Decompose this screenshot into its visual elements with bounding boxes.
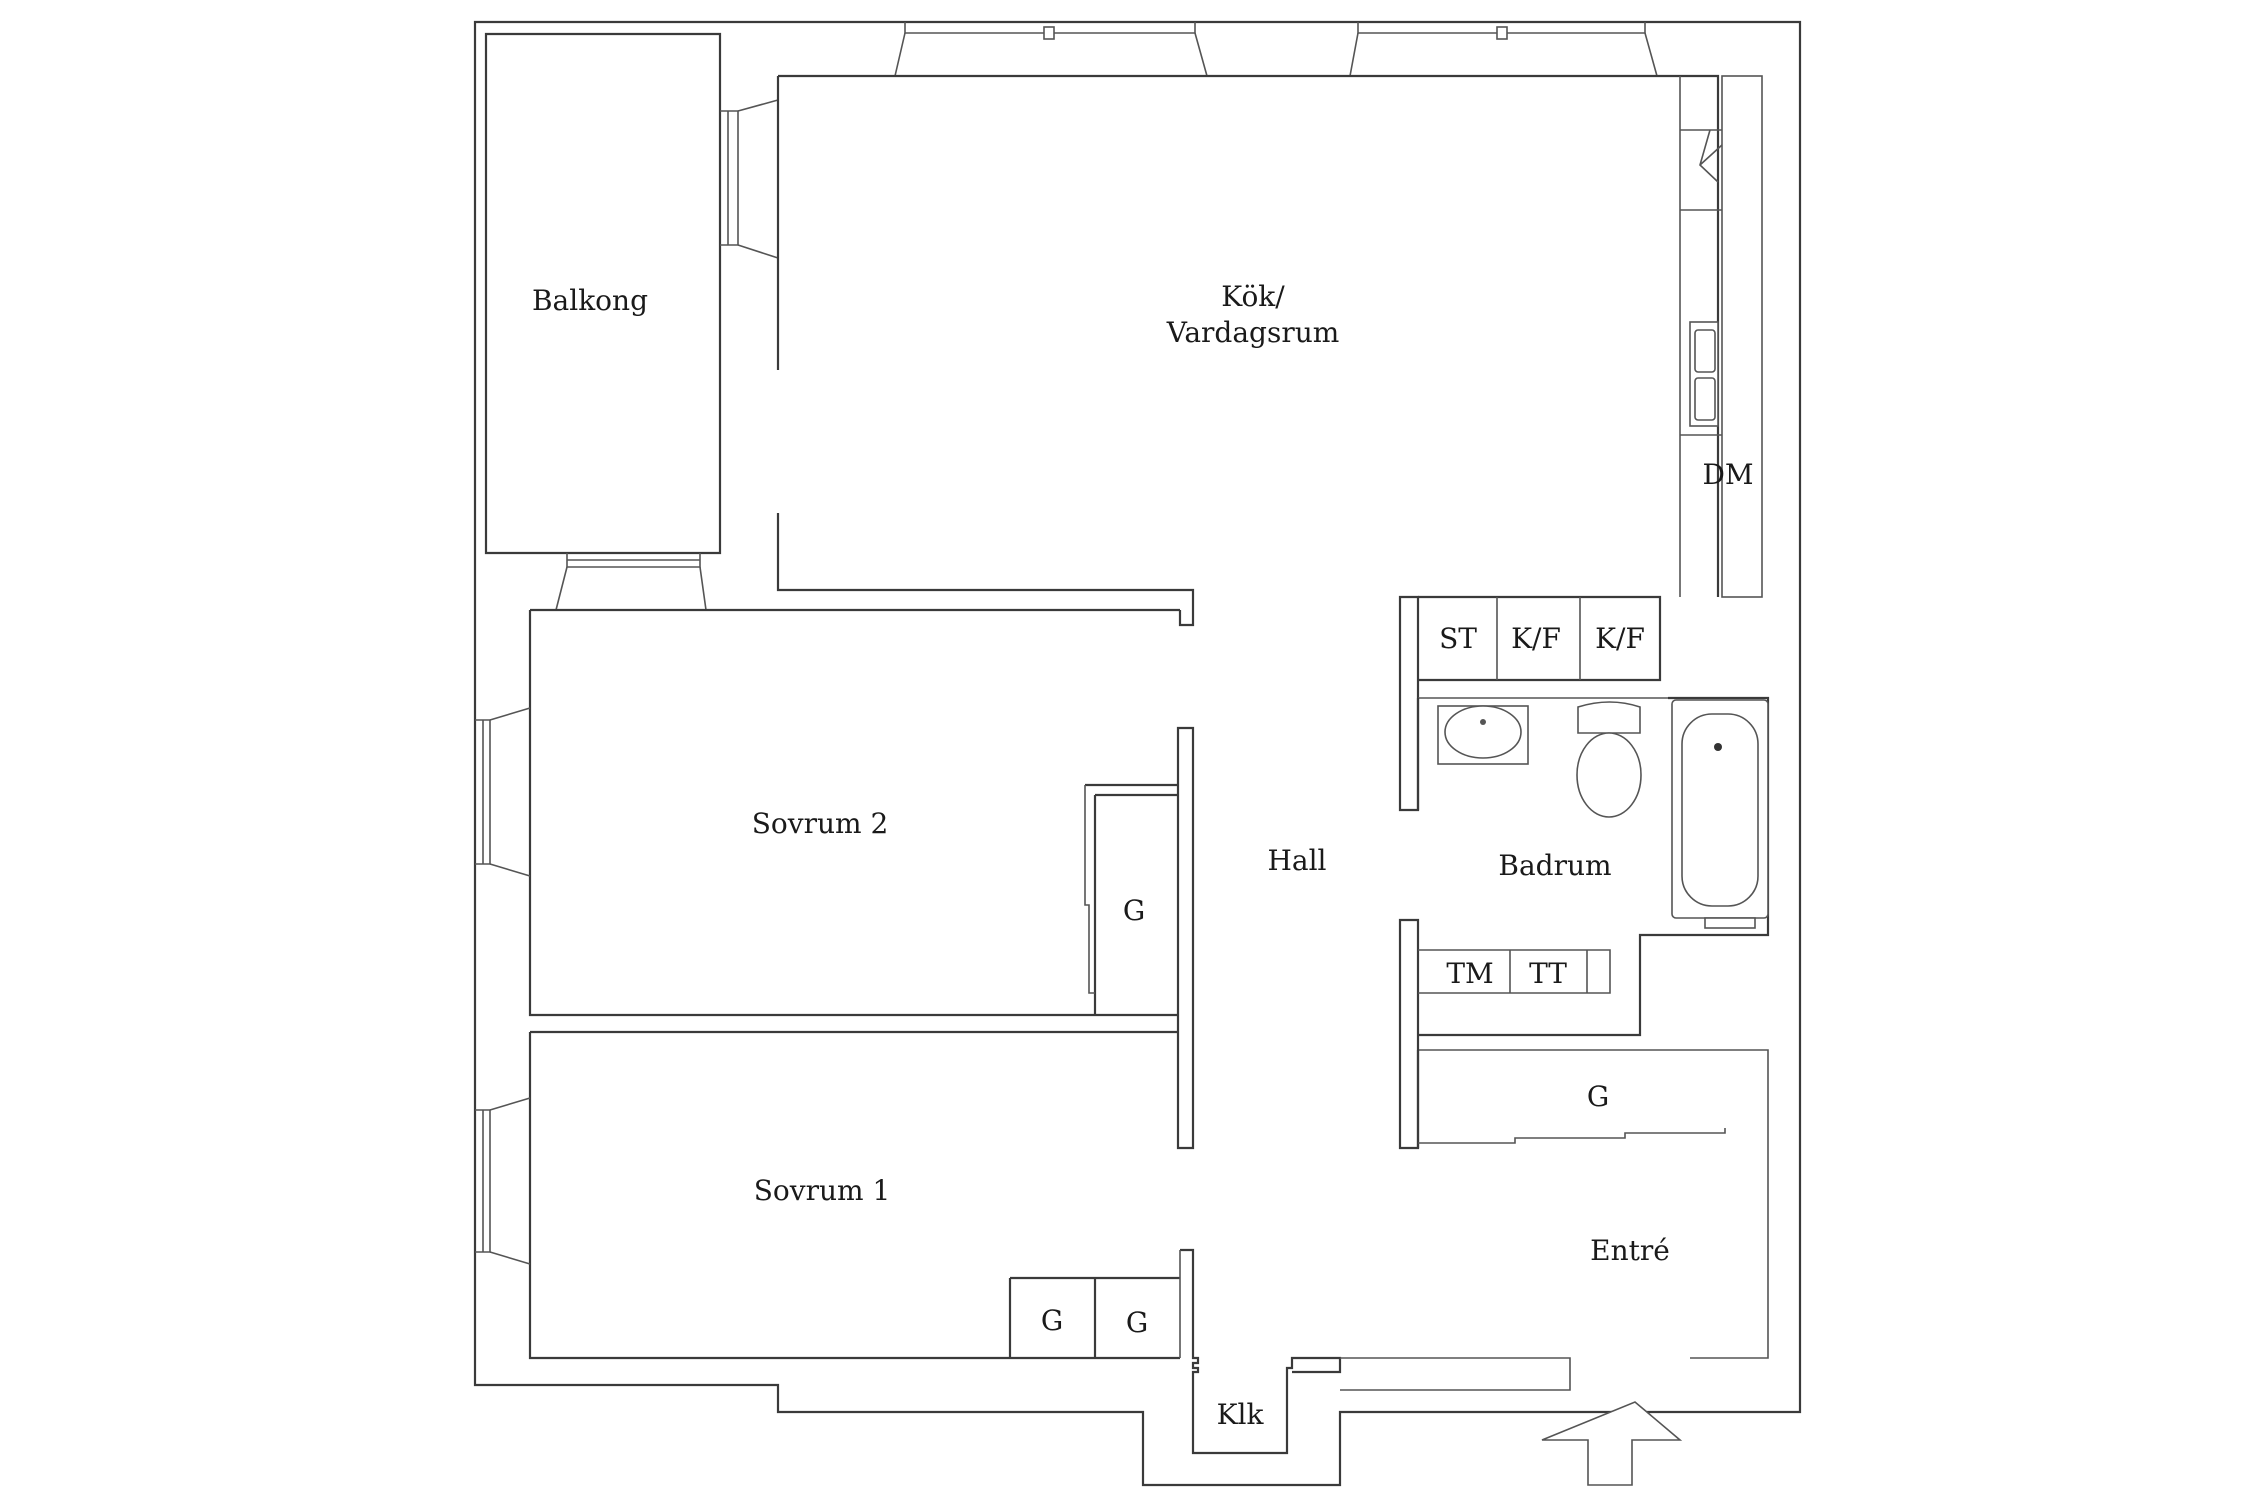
sink-icon: [1437, 705, 1529, 765]
bathroom-walls: [1398, 696, 1770, 1150]
label-kok: Kök/: [1221, 280, 1285, 313]
closet-sovrum1: [1008, 1276, 1180, 1358]
kitchen-living-walls: [776, 74, 1720, 627]
kitchen-counter: [1679, 75, 1763, 598]
label-entre: Entré: [1590, 1234, 1670, 1267]
label-hall: Hall: [1267, 844, 1326, 877]
closet-sovrum2: [1084, 783, 1178, 1015]
kitchen-sink-icon: [1689, 321, 1719, 427]
balcony: [484, 32, 779, 611]
label-sovrum-1: Sovrum 1: [754, 1174, 891, 1207]
label-g-sovrum1-b: G: [1126, 1306, 1148, 1339]
entrance-arrow-icon: [1541, 1401, 1683, 1486]
label-g-entre: G: [1587, 1080, 1609, 1113]
closet-entre: [1416, 1050, 1726, 1148]
toilet-icon: [1576, 701, 1642, 818]
label-kf-1: K/F: [1511, 622, 1561, 655]
label-g-sovrum1-a: G: [1041, 1304, 1063, 1337]
outer-walls: [473, 20, 1802, 1487]
label-klk: Klk: [1217, 1398, 1265, 1431]
bedroom-1-walls: [475, 1030, 1180, 1360]
label-tm: TM: [1446, 957, 1493, 990]
label-vardagsrum: Vardagsrum: [1166, 316, 1340, 349]
label-sovrum-2: Sovrum 2: [752, 807, 889, 840]
label-badrum: Badrum: [1498, 849, 1611, 882]
window-top-1: [894, 22, 1208, 77]
label-tt: TT: [1529, 957, 1567, 990]
label-balkong: Balkong: [532, 284, 648, 317]
room-labels: Balkong Kök/ Vardagsrum DM ST K/F K/F So…: [532, 280, 1754, 1431]
hall-wall-lower: [1179, 1049, 1769, 1455]
label-dm: DM: [1702, 458, 1753, 491]
label-g-sovrum2: G: [1123, 894, 1145, 927]
label-st: ST: [1439, 622, 1477, 655]
bathtub-icon: [1671, 699, 1769, 929]
hall-wall-left: [1176, 726, 1195, 1150]
label-kf-2: K/F: [1595, 622, 1645, 655]
window-top-2: [1349, 22, 1658, 77]
bedroom-2-walls: [475, 608, 1180, 1017]
